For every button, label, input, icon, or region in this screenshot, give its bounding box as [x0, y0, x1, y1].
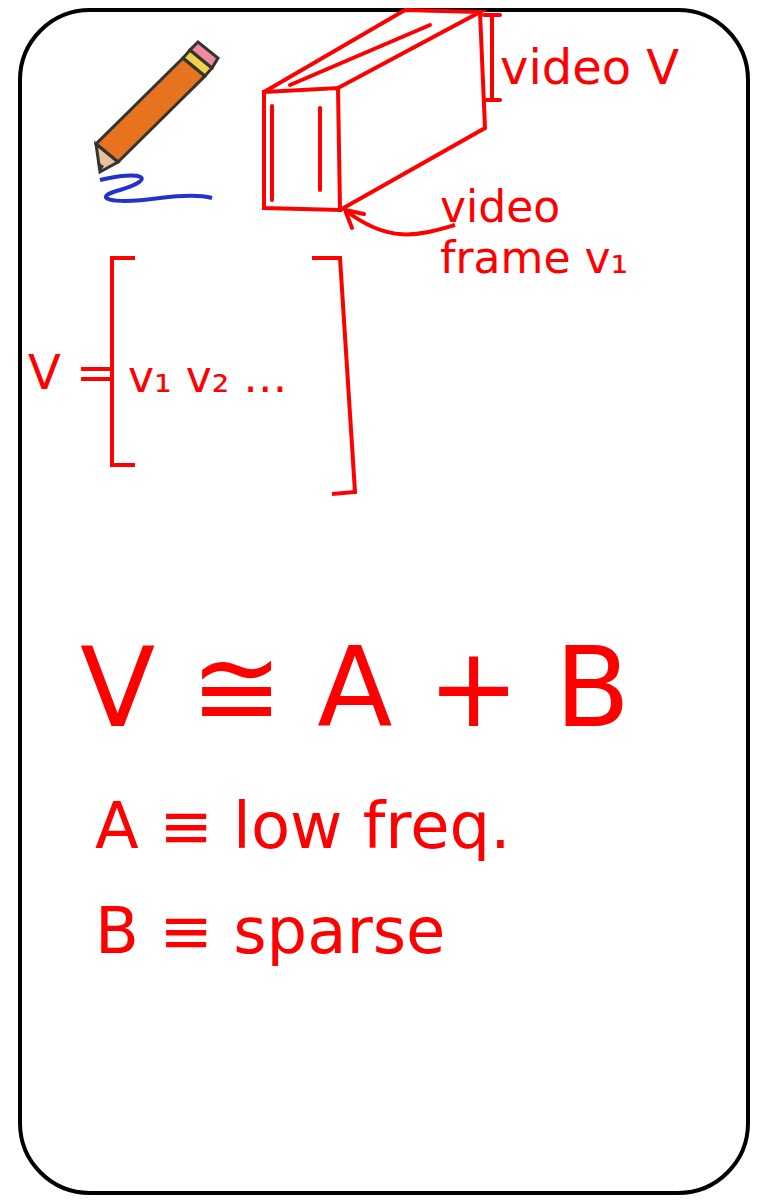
pencil-icon [96, 42, 218, 201]
pencil-scribble [100, 175, 212, 200]
definition: B ≡ sparse [95, 895, 445, 969]
cube-label: video V [500, 40, 679, 95]
matrix-name: V = [28, 345, 116, 400]
definition: A ≡ low freq. [95, 790, 511, 864]
leader-arrow [345, 210, 455, 234]
frame-label: video frame v₁ [440, 182, 670, 283]
arrow-head [345, 210, 364, 228]
matrix-bracket [312, 258, 355, 494]
equation: V ≅ A + B [80, 625, 630, 752]
matrix-entries: v₁ v₂ … [128, 352, 287, 403]
video-cube [264, 10, 500, 210]
page-border [20, 10, 748, 1193]
